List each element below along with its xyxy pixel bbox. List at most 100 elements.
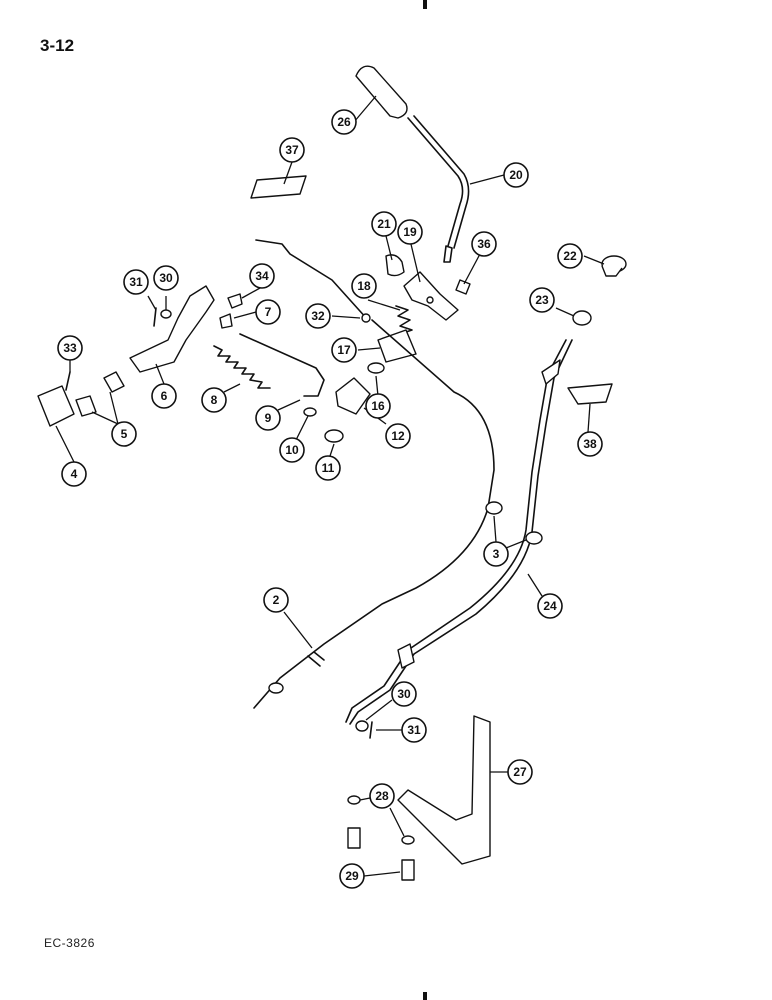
part-bushing-23: [572, 310, 592, 326]
part-cable-24: [345, 339, 573, 725]
callout-12: 12: [385, 423, 411, 449]
callout-24: 24: [537, 593, 563, 619]
part-small-34: [227, 293, 243, 309]
part-spring-8: [213, 345, 271, 389]
part-knob-21: [385, 254, 405, 277]
part-cable-2: [253, 319, 495, 709]
part-bushing-5: [75, 371, 125, 417]
part-pin-33: [65, 371, 71, 391]
callout-8: 8: [201, 387, 227, 413]
svg-text:30: 30: [397, 687, 411, 701]
callout-29: 29: [339, 863, 365, 889]
svg-text:3: 3: [493, 547, 500, 561]
svg-text:27: 27: [513, 765, 527, 779]
callout-2: 2: [263, 587, 289, 613]
part-washer-30-lower: [355, 720, 369, 732]
callout-20: 20: [503, 162, 529, 188]
svg-text:28: 28: [375, 789, 389, 803]
svg-text:36: 36: [477, 237, 491, 251]
callout-3: 3: [483, 541, 509, 567]
leader-lines: [55, 95, 605, 877]
svg-text:7: 7: [265, 305, 272, 319]
svg-text:6: 6: [161, 389, 168, 403]
svg-text:26: 26: [337, 115, 351, 129]
callout-18: 18: [351, 273, 377, 299]
callout-27: 27: [507, 759, 533, 785]
part-upper-rod-32: [255, 239, 371, 323]
part-decal-38: [567, 383, 613, 405]
callout-26: 26: [331, 109, 357, 135]
callout-30-lower: 30: [391, 681, 417, 707]
svg-text:33: 33: [63, 341, 77, 355]
svg-text:20: 20: [509, 168, 523, 182]
part-pin-31: [153, 307, 157, 327]
page-crop-mark-bottom: [423, 992, 427, 1000]
part-gear-lever: [407, 115, 470, 263]
part-grommets-3: [485, 501, 543, 545]
svg-text:37: 37: [285, 143, 299, 157]
part-rod-9: [239, 333, 325, 397]
svg-text:31: 31: [407, 723, 421, 737]
callout-17: 17: [331, 337, 357, 363]
svg-text:19: 19: [403, 225, 417, 239]
part-bracket-12: [335, 377, 371, 415]
figure-code: EC-3826: [44, 936, 95, 950]
part-washer-16: [367, 362, 385, 374]
callout-36: 36: [471, 231, 497, 257]
svg-text:29: 29: [345, 869, 359, 883]
svg-text:24: 24: [543, 599, 557, 613]
callout-22: 22: [557, 243, 583, 269]
callout-33: 33: [57, 335, 83, 361]
callout-19: 19: [397, 219, 423, 245]
callout-37: 37: [279, 137, 305, 163]
part-spring-18: [395, 305, 413, 335]
svg-text:31: 31: [129, 275, 143, 289]
callout-4: 4: [61, 461, 87, 487]
svg-text:10: 10: [285, 443, 299, 457]
svg-text:32: 32: [311, 309, 325, 323]
part-small-7: [219, 313, 233, 329]
part-washers-28: [347, 795, 415, 845]
svg-text:17: 17: [337, 343, 351, 357]
page-crop-mark-top: [423, 0, 427, 9]
svg-text:23: 23: [535, 293, 549, 307]
part-washer-30: [160, 309, 172, 319]
part-lever-arm-6: [129, 285, 215, 373]
page-number: 3-12: [40, 36, 75, 55]
part-plate-17: [377, 329, 417, 363]
callout-7: 7: [255, 299, 281, 325]
part-cap-22: [601, 255, 627, 277]
svg-text:38: 38: [583, 437, 597, 451]
part-bracket-19: [403, 271, 459, 321]
svg-text:2: 2: [273, 593, 280, 607]
part-block-4: [37, 385, 75, 427]
svg-text:30: 30: [159, 271, 173, 285]
svg-text:34: 34: [255, 269, 269, 283]
callout-31-lower: 31: [401, 717, 427, 743]
callout-16: 16: [365, 393, 391, 419]
svg-text:22: 22: [563, 249, 577, 263]
callout-9: 9: [255, 405, 281, 431]
callout-31-upper: 31: [123, 269, 149, 295]
svg-text:9: 9: [265, 411, 272, 425]
svg-text:5: 5: [121, 427, 128, 441]
callout-21: 21: [371, 211, 397, 237]
svg-text:8: 8: [211, 393, 218, 407]
callout-30-upper: 30: [153, 265, 179, 291]
part-washer-10: [303, 407, 317, 417]
callout-38: 38: [577, 431, 603, 457]
callout-5: 5: [111, 421, 137, 447]
callout-23: 23: [529, 287, 555, 313]
part-decal-37: [250, 175, 307, 199]
part-bolt-36: [455, 279, 471, 295]
svg-text:21: 21: [377, 217, 391, 231]
callout-6: 6: [151, 383, 177, 409]
svg-text:18: 18: [357, 279, 371, 293]
part-bolts-29: [347, 827, 415, 881]
callout-28: 28: [369, 783, 395, 809]
callout-32: 32: [305, 303, 331, 329]
svg-text:4: 4: [71, 467, 78, 481]
svg-text:16: 16: [371, 399, 385, 413]
part-bracket-27: [397, 715, 491, 865]
